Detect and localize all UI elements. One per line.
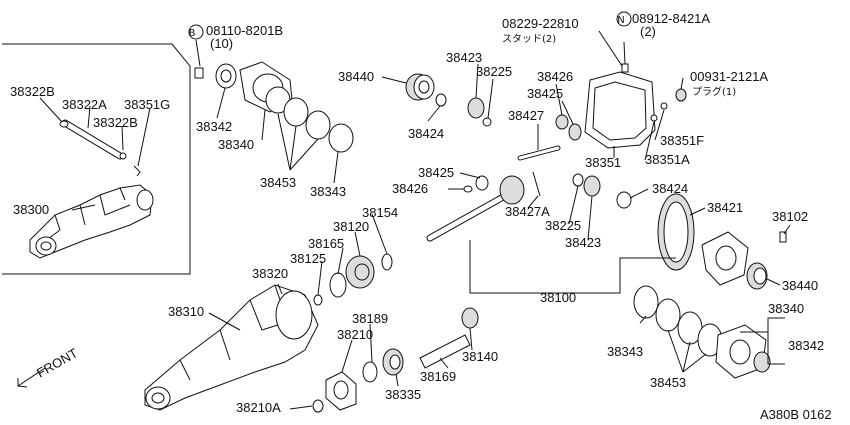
label-08110-8201B: 08110-8201B — [206, 23, 283, 38]
leader-lines — [39, 30, 791, 410]
label-stud-note: スタッド(2) — [502, 33, 556, 45]
label-38320: 38320 — [252, 266, 288, 281]
side-cover-stack — [633, 285, 771, 379]
label-38421: 38421 — [707, 200, 743, 215]
label-38424-mid: 38424 — [652, 181, 688, 196]
label-38423-mid: 38423 — [565, 235, 601, 250]
label-38100: 38100 — [540, 290, 576, 305]
label-38351: 38351 — [585, 155, 621, 170]
label-38426-top: 38426 — [537, 69, 573, 84]
label-38154: 38154 — [362, 205, 398, 220]
label-38425-mid: 38425 — [418, 165, 454, 180]
label-38189: 38189 — [352, 311, 388, 326]
label-08912-8421A: 08912-8421A — [632, 11, 710, 26]
n-mark: N — [617, 15, 624, 26]
label-38165: 38165 — [308, 236, 344, 251]
housing-38310 — [144, 284, 319, 411]
label-38310: 38310 — [168, 304, 204, 319]
rear-cover-38351 — [584, 63, 687, 149]
front-label: FRONT — [34, 345, 80, 380]
label-38427A: 38427A — [505, 204, 550, 219]
label-38340-left: 38340 — [218, 137, 254, 152]
label-38426-mid: 38426 — [392, 181, 428, 196]
label-38225-mid: 38225 — [545, 218, 581, 233]
label-38322A: 38322A — [62, 97, 107, 112]
label-38169: 38169 — [420, 369, 456, 384]
diagram-code: A380B 0162 — [760, 407, 832, 422]
label-38225-top: 38225 — [476, 64, 512, 79]
label-08110-qty: (10) — [210, 36, 233, 51]
label-38335: 38335 — [385, 387, 421, 402]
label-38120: 38120 — [333, 219, 369, 234]
label-38322B-a: 38322B — [10, 84, 55, 99]
label-38351F: 38351F — [660, 133, 704, 148]
label-38343-right: 38343 — [607, 344, 643, 359]
bolt-08110 — [194, 67, 204, 79]
top-middle-parts — [405, 73, 582, 161]
label-38343-left: 38343 — [310, 184, 346, 199]
label-08912-qty: (2) — [640, 24, 656, 39]
label-00931-2121A: 00931-2121A — [690, 69, 768, 84]
label-38424-top: 38424 — [408, 126, 444, 141]
label-38440-right: 38440 — [782, 278, 818, 293]
front-arrow — [17, 367, 46, 388]
label-38300: 38300 — [13, 202, 49, 217]
label-38351G: 38351G — [124, 97, 170, 112]
top-left-parts — [194, 61, 354, 153]
inset-differential-assembly — [29, 119, 154, 259]
label-38427: 38427 — [508, 108, 544, 123]
label-38125: 38125 — [290, 251, 326, 266]
ring-gear-38421 — [657, 193, 787, 290]
label-38425-top: 38425 — [527, 86, 563, 101]
label-38140: 38140 — [462, 349, 498, 364]
label-08229-22810: 08229-22810 — [502, 16, 579, 31]
n-mark-circle — [616, 11, 632, 27]
label-38342-left: 38342 — [196, 119, 232, 134]
b-mark: B — [189, 28, 196, 39]
inset-box — [2, 43, 191, 275]
label-38440-top: 38440 — [338, 69, 374, 84]
label-38340-right: 38340 — [768, 301, 804, 316]
drive-pinion-38100 — [426, 171, 632, 242]
label-38322B-b: 38322B — [93, 115, 138, 130]
label-38453-right: 38453 — [650, 375, 686, 390]
label-38210: 38210 — [337, 327, 373, 342]
label-38102: 38102 — [772, 209, 808, 224]
label-plug-note: プラグ(1) — [692, 85, 736, 98]
label-38210A: 38210A — [236, 400, 281, 415]
label-38453-left: 38453 — [260, 175, 296, 190]
label-38351A: 38351A — [645, 152, 690, 167]
label-38423-top: 38423 — [446, 50, 482, 65]
label-38342-right: 38342 — [788, 338, 824, 353]
b-mark-circle — [188, 24, 204, 40]
